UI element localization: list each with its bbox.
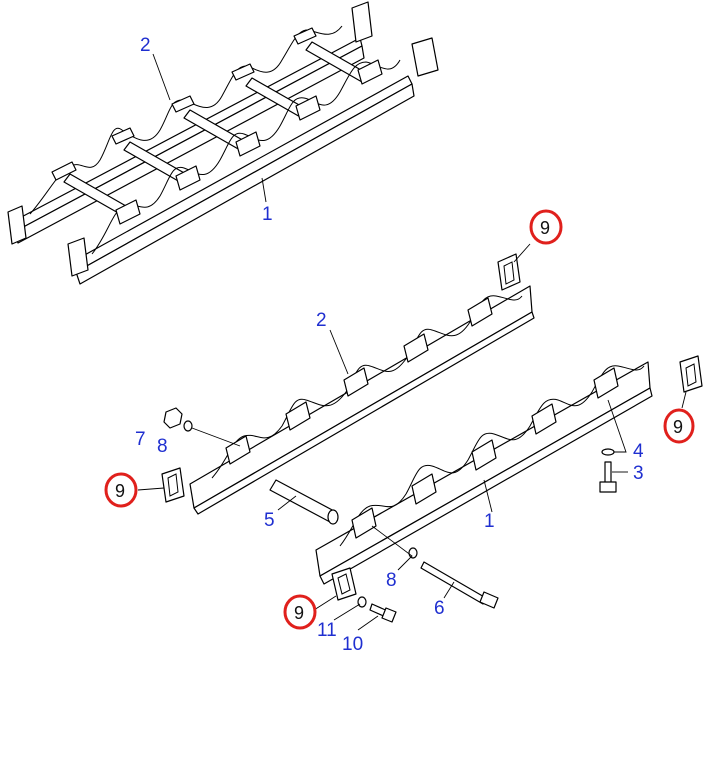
part-label-11: 11 xyxy=(317,620,337,641)
clip-left xyxy=(161,467,185,503)
callout-9-right: 9 xyxy=(663,408,695,444)
washer-lower xyxy=(408,547,418,559)
callout-9-right-label: 9 xyxy=(673,417,683,437)
spacer-tube xyxy=(269,479,339,525)
callout-9-left-label: 9 xyxy=(115,481,125,501)
leader-5 xyxy=(277,495,297,511)
leader-9-left xyxy=(137,487,165,491)
exploded-guard-view xyxy=(137,243,703,631)
callout-9-left: 9 xyxy=(104,472,138,508)
callout-9-upper-label: 9 xyxy=(540,218,550,238)
clip-upper xyxy=(497,253,521,291)
leader-1-mid xyxy=(483,479,493,513)
leader-8-upper xyxy=(191,427,241,447)
washer-upper xyxy=(183,420,193,432)
leader-1-top xyxy=(261,177,267,203)
leader-2-mid xyxy=(329,329,349,375)
part-label-7: 7 xyxy=(135,429,146,450)
leader-6 xyxy=(443,581,455,599)
leader-10 xyxy=(357,615,379,631)
bolt-3 xyxy=(599,461,617,493)
part-label-2-top: 2 xyxy=(140,35,151,56)
part-label-1-mid: 1 xyxy=(484,511,495,532)
part-labels: 1 2 2 7 8 4 3 5 1 8 6 11 10 xyxy=(135,35,644,655)
leader-8-lower xyxy=(371,525,413,571)
part-label-10: 10 xyxy=(342,634,363,655)
leader-11 xyxy=(333,603,361,621)
part-label-3: 3 xyxy=(633,463,644,484)
front-guard-rail xyxy=(315,361,653,585)
washer-11 xyxy=(357,596,367,608)
leader-4 xyxy=(607,399,627,453)
leader-2-top xyxy=(152,53,171,101)
leader-9-upper xyxy=(513,243,531,263)
callout-9-upper: 9 xyxy=(529,209,563,245)
part-label-8-lower: 8 xyxy=(386,570,397,591)
part-label-8-upper: 8 xyxy=(157,436,168,457)
bolt-10 xyxy=(369,603,397,623)
clip-right xyxy=(679,355,703,393)
part-label-5: 5 xyxy=(264,510,275,531)
part-label-2-mid: 2 xyxy=(316,310,327,331)
part-label-1-top: 1 xyxy=(262,204,273,225)
washer-4 xyxy=(601,448,615,456)
assembled-guard-view xyxy=(7,1,439,285)
callout-9-lower-label: 9 xyxy=(294,603,304,623)
long-bolt xyxy=(420,561,499,609)
callout-9-lower: 9 xyxy=(283,594,317,630)
leader-9-right xyxy=(681,391,687,409)
assembled-cross-tubes xyxy=(63,41,369,215)
assembled-front-rail xyxy=(67,37,439,285)
nut xyxy=(163,407,183,429)
rear-guard-rail xyxy=(189,285,535,515)
part-label-6: 6 xyxy=(434,598,445,619)
leader-9-lower xyxy=(313,595,337,611)
highlighted-callouts: 9 9 9 9 xyxy=(104,209,695,630)
clip-lower xyxy=(331,567,357,601)
part-label-4: 4 xyxy=(633,441,644,462)
